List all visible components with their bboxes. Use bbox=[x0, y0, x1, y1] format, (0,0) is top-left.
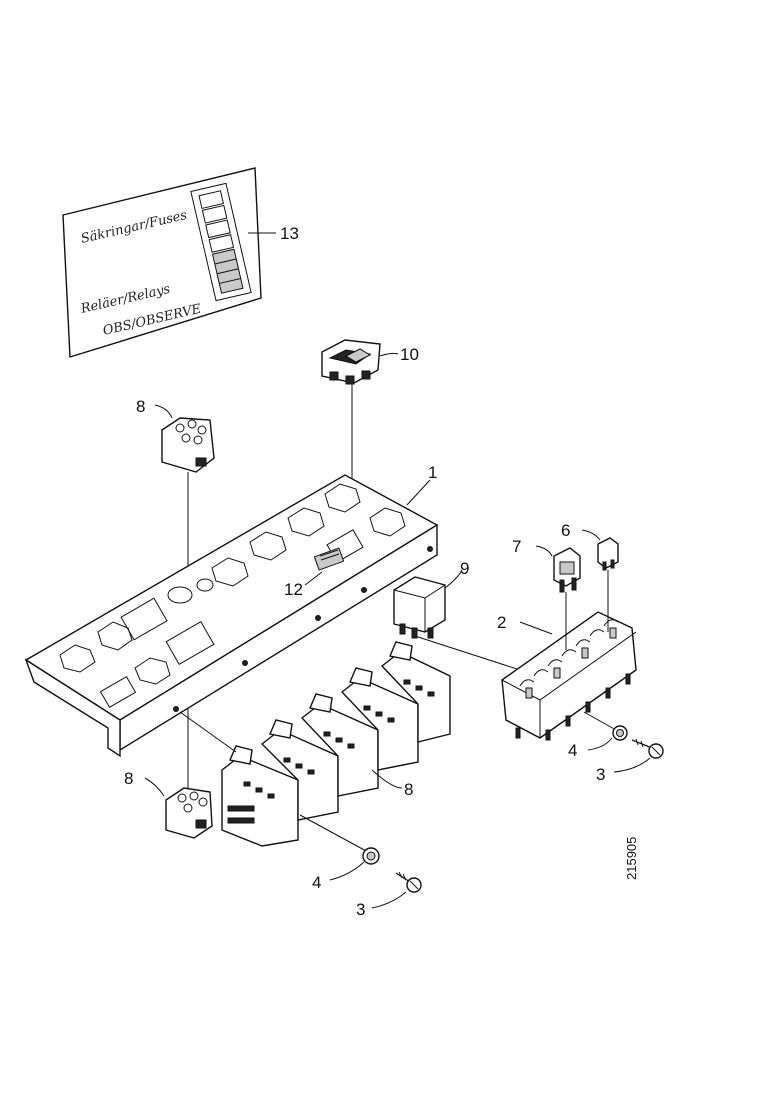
connector-part-8-top: 8 bbox=[136, 397, 215, 790]
switch-part-10: 10 bbox=[321, 339, 419, 548]
callout-13: 13 bbox=[280, 224, 299, 243]
relay-base-block-part-8: 8 bbox=[179, 641, 451, 847]
label-card-part-13: Säkringar/Fuses Reläer/Relays OBS/OBSERV… bbox=[62, 167, 299, 358]
fuse-cells bbox=[198, 190, 244, 294]
fuse-part-7: 7 bbox=[512, 537, 581, 650]
callout-3-bottom: 3 bbox=[356, 900, 365, 919]
fasteners-bottom: 4 3 bbox=[299, 814, 422, 919]
callout-4-bottom: 4 bbox=[312, 873, 321, 892]
relay-part-9: 9 bbox=[393, 559, 521, 671]
plate-cutouts bbox=[59, 483, 406, 708]
callout-7: 7 bbox=[512, 537, 521, 556]
connector-part-8-bottom: 8 bbox=[124, 769, 213, 839]
callout-8-top: 8 bbox=[136, 397, 145, 416]
callout-2: 2 bbox=[497, 613, 506, 632]
callout-8-right: 8 bbox=[404, 780, 413, 799]
screw-part-3-right bbox=[631, 738, 664, 759]
callout-12: 12 bbox=[284, 580, 303, 599]
callout-3-right: 3 bbox=[596, 765, 605, 784]
fuse-box-part-2: 2 bbox=[497, 611, 637, 741]
bracket-plate-part-1: 1 12 bbox=[24, 463, 439, 758]
callout-10: 10 bbox=[400, 345, 419, 364]
callout-4-right: 4 bbox=[568, 741, 577, 760]
socket-holes bbox=[243, 679, 435, 799]
fuse-slots bbox=[519, 619, 619, 699]
figure-reference-number: 215905 bbox=[624, 837, 639, 880]
grommet-part-12 bbox=[313, 547, 345, 571]
callout-8-bottom: 8 bbox=[124, 769, 133, 788]
callout-1: 1 bbox=[428, 463, 437, 482]
callout-9: 9 bbox=[460, 559, 469, 578]
fasteners-right: 4 3 bbox=[568, 711, 664, 784]
fuse-part-6: 6 bbox=[561, 521, 619, 632]
callout-6: 6 bbox=[561, 521, 570, 540]
fuse-strip-graphic bbox=[190, 182, 252, 302]
screw-part-3-bottom bbox=[395, 871, 422, 893]
